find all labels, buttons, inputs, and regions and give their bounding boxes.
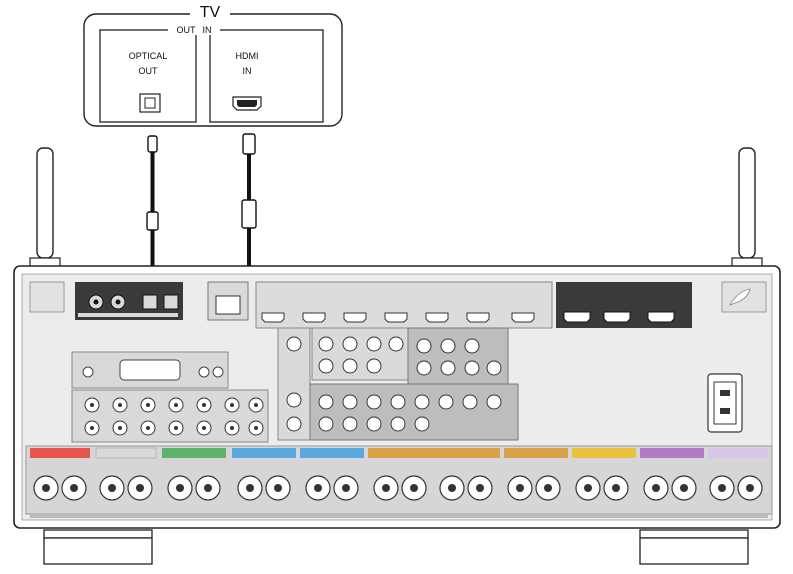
bluetooth-antenna-icon [729, 288, 751, 306]
hdmi-output-block [556, 282, 692, 328]
speaker-terminals [25, 445, 773, 518]
tv-title: TV [200, 4, 221, 21]
tv-panel: TV OUT IN OPTICAL OUT HDMI IN [83, 4, 343, 127]
ac-inlet-icon [707, 373, 743, 433]
optical-label-line1: OPTICAL [129, 51, 168, 61]
left-antenna-icon [29, 147, 61, 271]
control-ports-block [71, 351, 229, 389]
av-receiver [13, 265, 781, 529]
hdmi-label-line2: IN [243, 66, 252, 76]
pre-out-block [309, 327, 519, 441]
network-port-icon [207, 281, 249, 321]
digital-audio-block [75, 282, 183, 320]
tv-in-label: IN [203, 25, 212, 35]
analog-input-grid [71, 389, 269, 443]
receiver-feet [43, 529, 749, 565]
hdmi-port-icon [232, 96, 262, 111]
video-input-block [277, 327, 409, 441]
optical-label-line2: OUT [139, 66, 159, 76]
hdmi-label-line1: HDMI [236, 51, 259, 61]
hdmi-input-row [255, 281, 553, 329]
optical-port-icon [139, 93, 161, 113]
tv-in-section [209, 29, 324, 123]
tv-out-label: OUT [177, 25, 197, 35]
right-antenna-icon [731, 147, 763, 271]
